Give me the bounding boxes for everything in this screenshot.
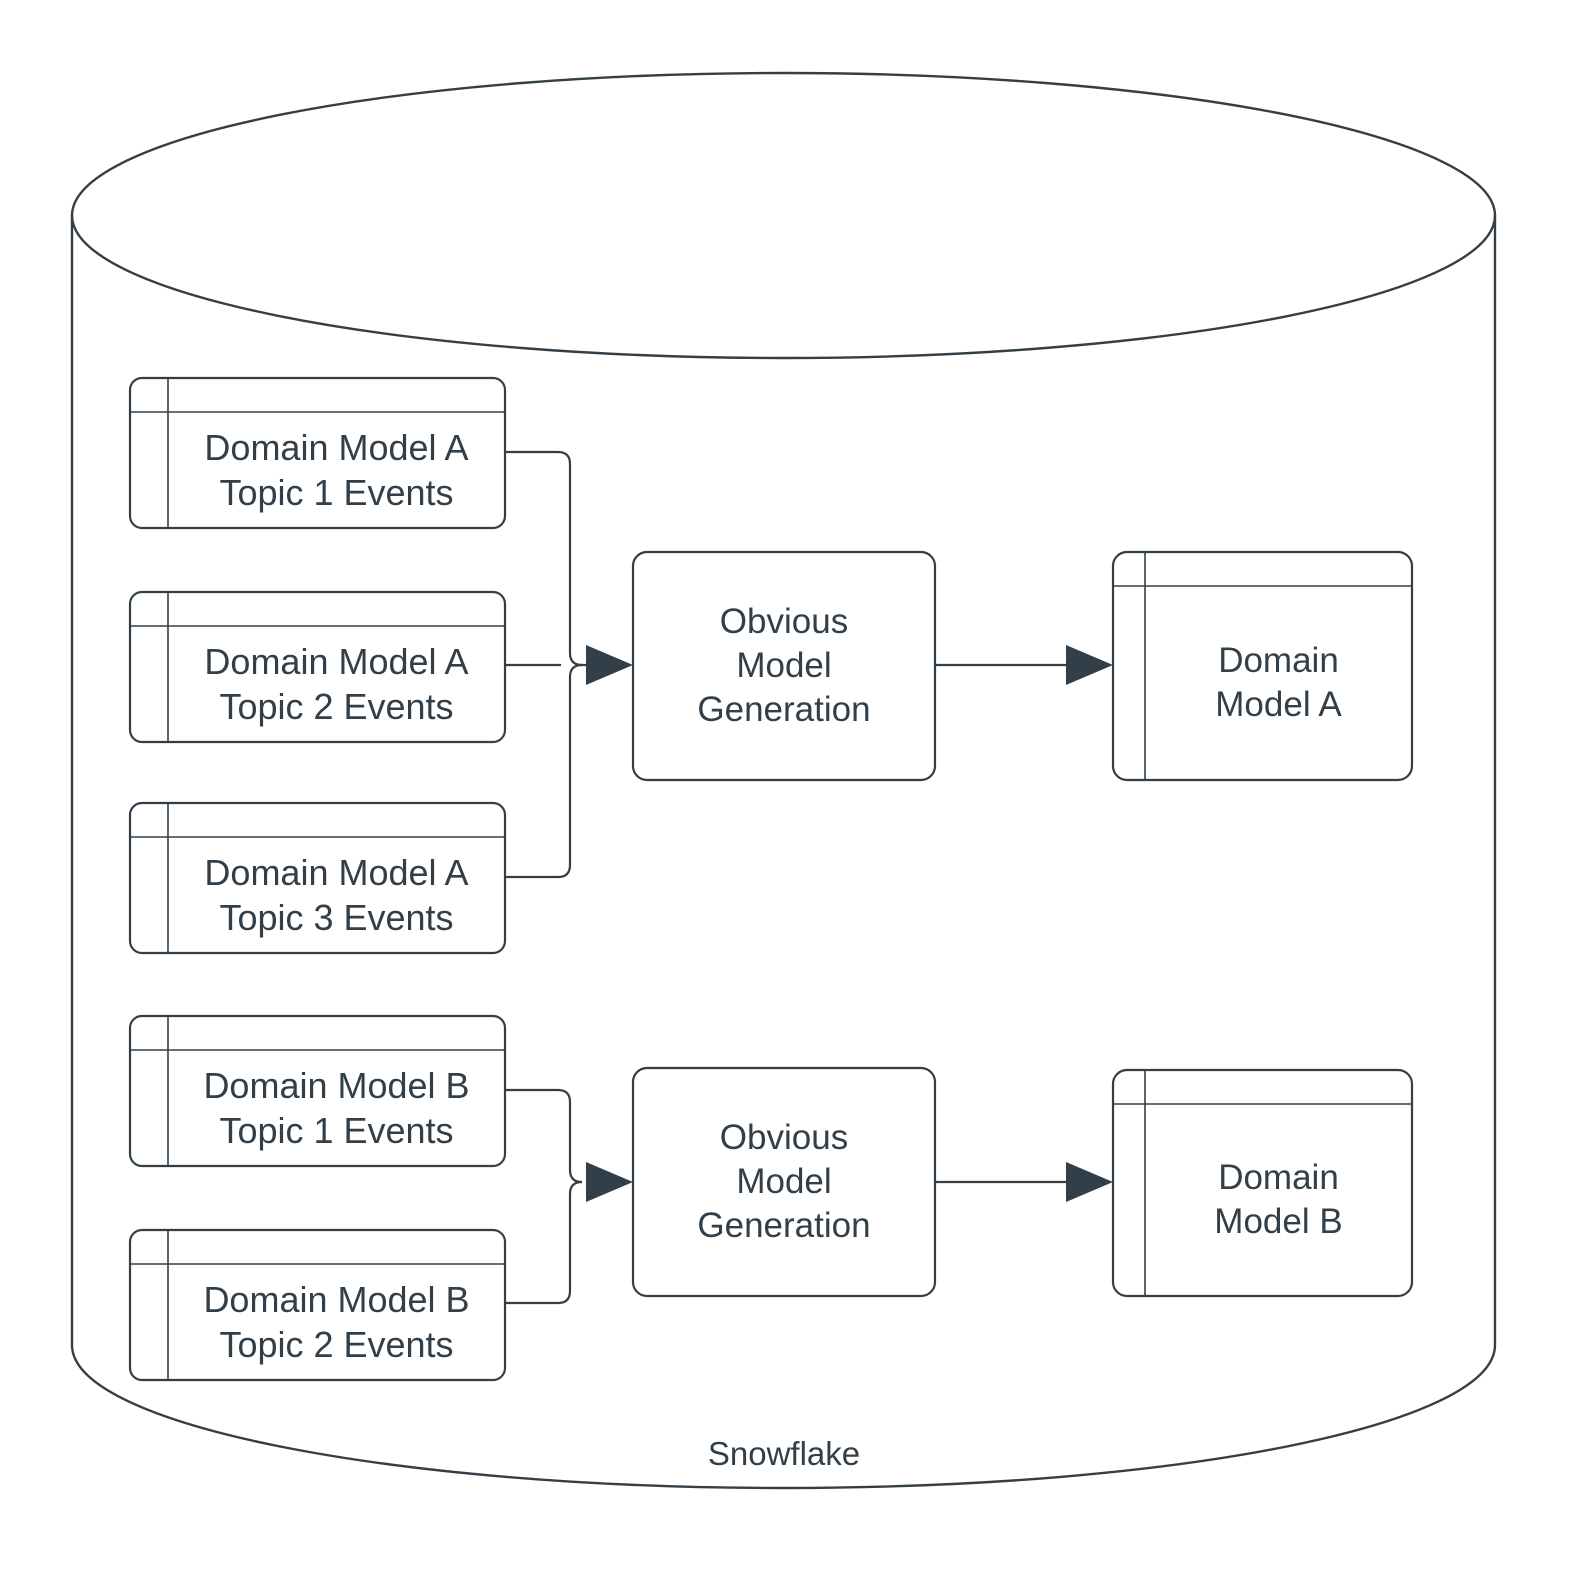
- source-table-shape-dm-a-topic-2[interactable]: [128, 590, 507, 744]
- arrowhead-omg-b-input: [586, 1162, 633, 1202]
- source-table-shape-dm-b-topic-2[interactable]: [128, 1228, 507, 1382]
- output-table-shape-out-b[interactable]: [1111, 1068, 1414, 1298]
- source-table-shape-dm-a-topic-1[interactable]: [128, 376, 507, 530]
- snowflake-cylinder: [70, 71, 1497, 1490]
- connector-omg-b-to-out-b: [935, 1162, 1113, 1202]
- source-table-shape-dm-a-topic-3[interactable]: [128, 801, 507, 955]
- connector-dm-a-topic-3-to-omg-a: [505, 663, 583, 879]
- arrowhead-omg-a-input: [586, 645, 633, 685]
- process-box-shape-omg-a[interactable]: [631, 550, 937, 782]
- connector-dm-a-topic-1-to-omg-a: [505, 450, 583, 667]
- source-table-shape-dm-b-topic-1[interactable]: [128, 1014, 507, 1168]
- connector-dm-b-topic-2-to-omg-b: [505, 1180, 583, 1305]
- process-box-shape-omg-b[interactable]: [631, 1066, 937, 1298]
- connector-dm-b-topic-1-to-omg-b: [505, 1088, 583, 1184]
- output-table-shape-out-a[interactable]: [1111, 550, 1414, 782]
- connector-omg-a-to-out-a: [935, 645, 1113, 685]
